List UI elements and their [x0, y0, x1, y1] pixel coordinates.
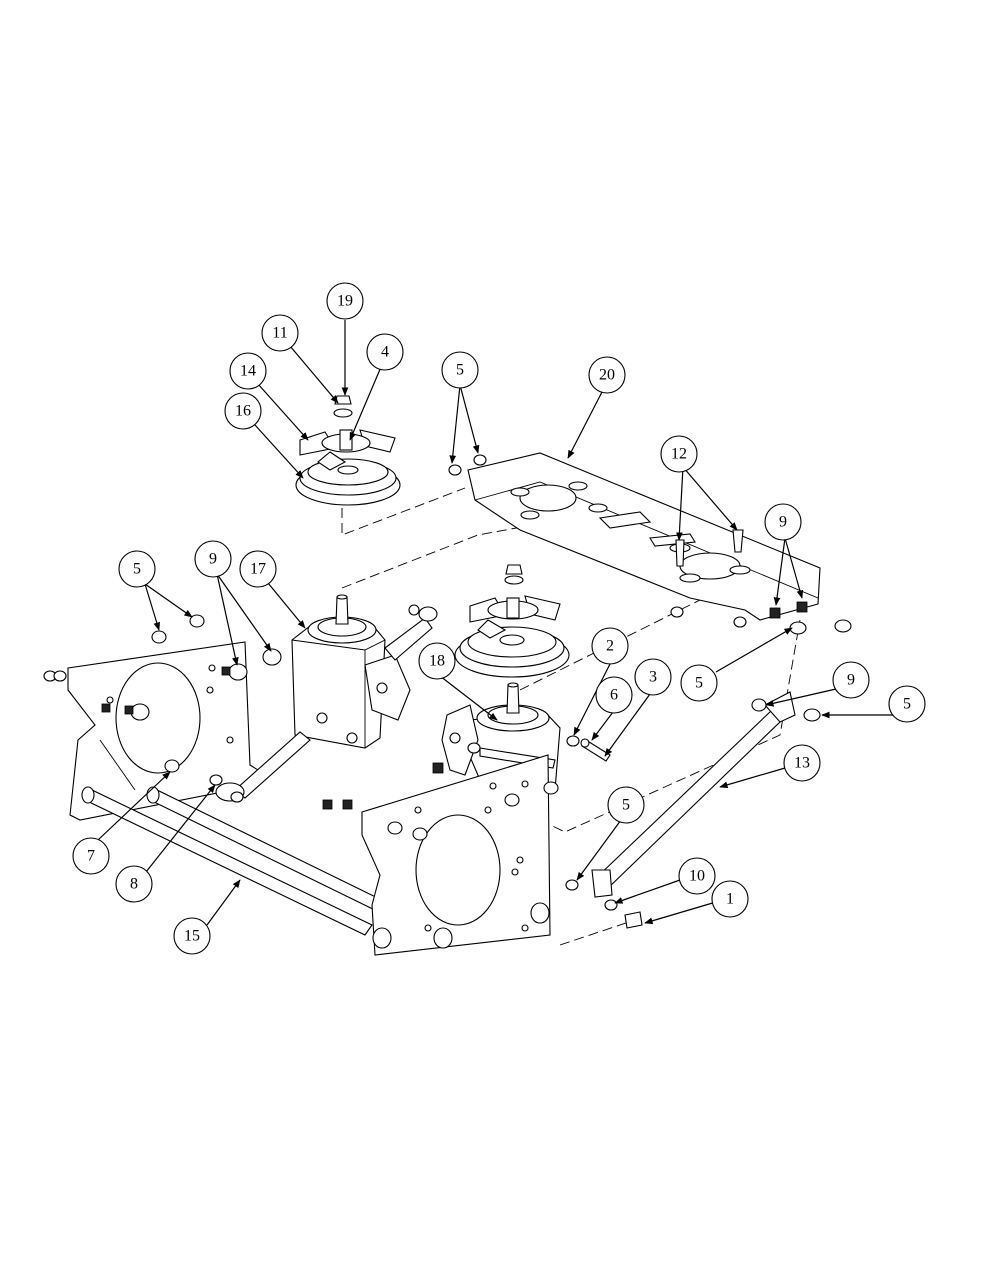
svg-text:9: 9 [847, 672, 855, 689]
svg-text:20: 20 [599, 367, 615, 384]
svg-text:3: 3 [649, 669, 657, 686]
svg-text:5: 5 [133, 561, 141, 578]
callout-5-mid: 5 [680, 664, 718, 702]
callout-5-left: 5 [118, 550, 156, 588]
svg-text:11: 11 [272, 325, 287, 342]
callout-19: 19 [326, 282, 364, 320]
cross-rods [81, 786, 393, 936]
svg-text:5: 5 [903, 696, 911, 713]
callout-9-right: 9 [832, 661, 870, 699]
callout-2: 2 [591, 627, 629, 665]
gearbox-left [291, 594, 438, 749]
callout-11: 11 [261, 314, 299, 352]
svg-text:4: 4 [381, 344, 389, 361]
callout-5-far-right: 5 [888, 685, 926, 723]
svg-text:5: 5 [622, 797, 630, 814]
callout-5-bottom: 5 [607, 786, 645, 824]
callout-10: 10 [678, 857, 716, 895]
left-side-plate [43, 614, 282, 821]
control-arm [209, 731, 311, 803]
callout-5-top: 5 [441, 351, 479, 389]
svg-text:10: 10 [689, 868, 705, 885]
callout-9-left: 9 [194, 540, 232, 578]
callout-14: 14 [229, 352, 267, 390]
svg-text:1: 1 [726, 891, 734, 908]
callout-6: 6 [595, 676, 633, 714]
svg-text:9: 9 [779, 514, 787, 531]
callout-7: 7 [72, 837, 110, 875]
svg-text:8: 8 [130, 876, 138, 893]
right-side-plate [322, 754, 559, 956]
callout-4: 4 [366, 333, 404, 371]
callout-17: 17 [239, 550, 277, 588]
callout-18: 18 [418, 642, 456, 680]
second-pulley-assembly [454, 564, 570, 678]
callout-12: 12 [660, 435, 698, 473]
svg-text:9: 9 [209, 551, 217, 568]
svg-text:16: 16 [235, 403, 251, 420]
leader-lines [97, 320, 894, 926]
svg-text:15: 15 [184, 928, 200, 945]
svg-text:2: 2 [606, 638, 614, 655]
top-frame-plate [467, 452, 821, 621]
svg-text:18: 18 [429, 653, 445, 670]
callout-1: 1 [711, 880, 749, 918]
callout-20: 20 [588, 356, 626, 394]
svg-text:5: 5 [695, 675, 703, 692]
top-pulley-assembly [295, 395, 401, 506]
callout-8: 8 [115, 865, 153, 903]
callout-15: 15 [173, 917, 211, 955]
svg-text:19: 19 [337, 293, 353, 310]
callout-13: 13 [783, 744, 821, 782]
svg-text:14: 14 [240, 363, 256, 380]
bolt-hardware [566, 735, 611, 762]
svg-text:6: 6 [610, 687, 618, 704]
callout-3: 3 [634, 658, 672, 696]
callout-16: 16 [224, 392, 262, 430]
svg-text:17: 17 [250, 561, 266, 578]
svg-text:12: 12 [671, 446, 687, 463]
svg-text:13: 13 [794, 755, 810, 772]
svg-text:7: 7 [87, 848, 95, 865]
callouts: 19 11 4 14 16 5 20 12 [72, 282, 926, 955]
svg-text:5: 5 [456, 362, 464, 379]
callout-9-right-top: 9 [764, 503, 802, 541]
